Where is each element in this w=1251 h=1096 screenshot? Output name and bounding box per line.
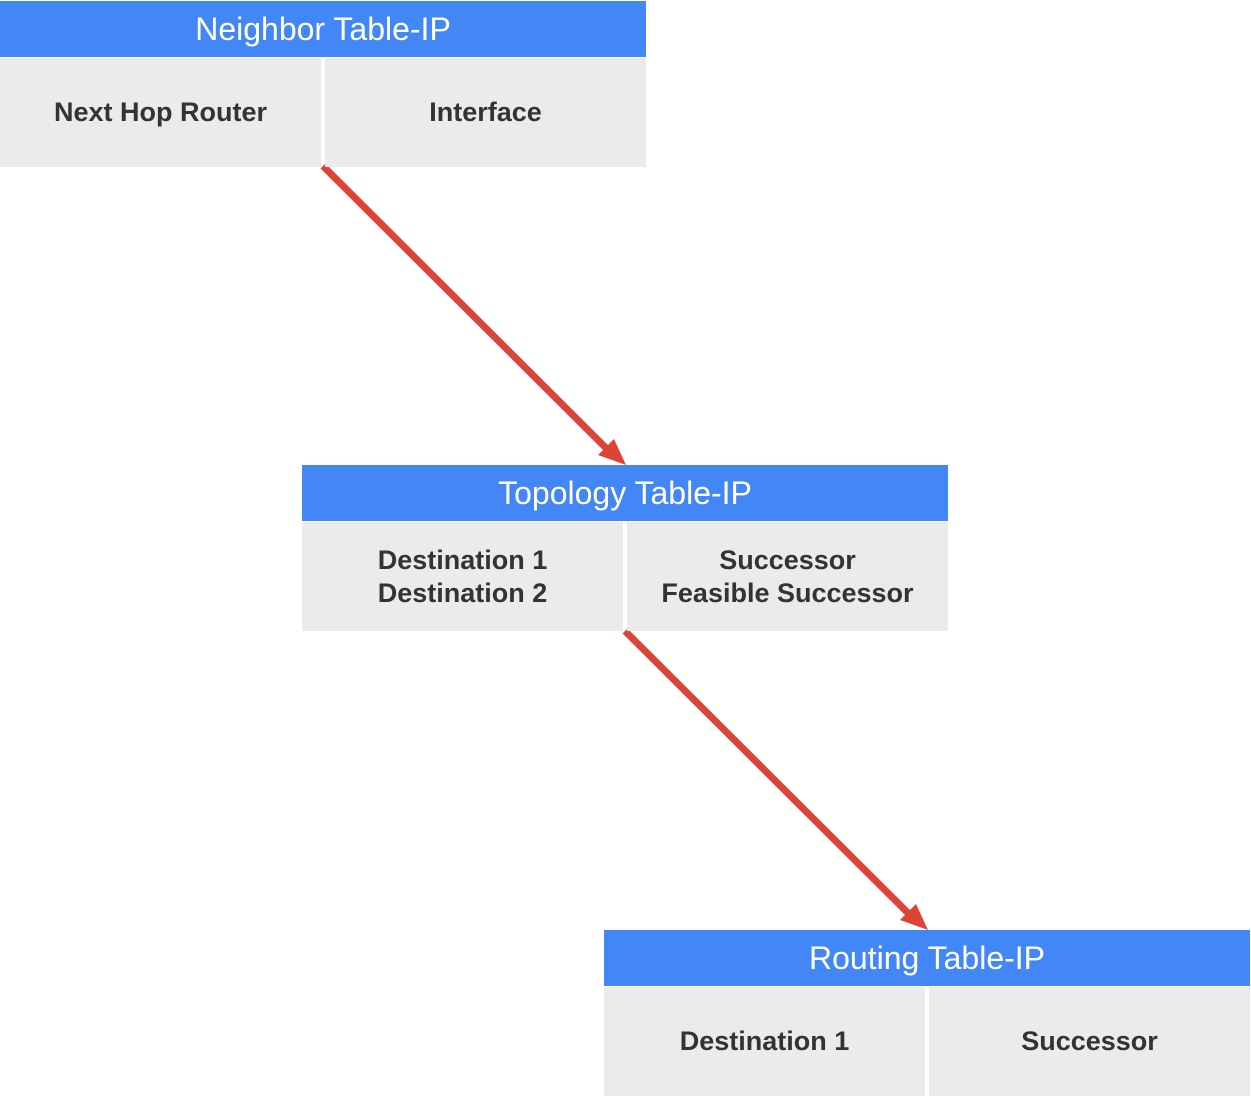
neighbor-table: Neighbor Table-IP Next Hop Router Interf… bbox=[0, 1, 646, 167]
arrow-topology-to-routing bbox=[622, 628, 928, 930]
topology-table-title: Topology Table-IP bbox=[302, 465, 948, 521]
topology-right-line-2: Feasible Successor bbox=[661, 577, 914, 608]
routing-left-cell: Destination 1 bbox=[604, 987, 925, 1096]
arrowhead-icon bbox=[900, 904, 928, 930]
topology-table-body: Destination 1 Destination 2 Successor Fe… bbox=[302, 522, 948, 631]
neighbor-right-line: Interface bbox=[429, 97, 542, 127]
routing-table: Routing Table-IP Destination 1 Successor bbox=[604, 930, 1250, 1096]
neighbor-left-line: Next Hop Router bbox=[53, 97, 267, 127]
topology-table: Topology Table-IP Destination 1 Destinat… bbox=[302, 465, 948, 631]
topology-left-cell: Destination 1 Destination 2 bbox=[302, 522, 623, 631]
arrowhead-icon bbox=[598, 439, 626, 465]
routing-table-title: Routing Table-IP bbox=[604, 930, 1250, 986]
topology-right-line-1: Successor bbox=[719, 544, 856, 575]
routing-left-line: Destination 1 bbox=[679, 1026, 850, 1056]
topology-left-line-1: Destination 1 bbox=[377, 544, 548, 575]
routing-table-body: Destination 1 Successor bbox=[604, 987, 1250, 1096]
neighbor-table-title: Neighbor Table-IP bbox=[0, 1, 646, 57]
topology-left-line-2: Destination 2 bbox=[377, 577, 548, 608]
routing-right-cell: Successor bbox=[929, 987, 1250, 1096]
topology-right-cell: Successor Feasible Successor bbox=[627, 522, 948, 631]
neighbor-table-body: Next Hop Router Interface bbox=[0, 58, 646, 167]
neighbor-left-cell: Next Hop Router bbox=[0, 58, 321, 167]
routing-right-line: Successor bbox=[1021, 1026, 1158, 1056]
neighbor-right-cell: Interface bbox=[325, 58, 646, 167]
arrow-neighbor-to-topology bbox=[320, 163, 626, 465]
